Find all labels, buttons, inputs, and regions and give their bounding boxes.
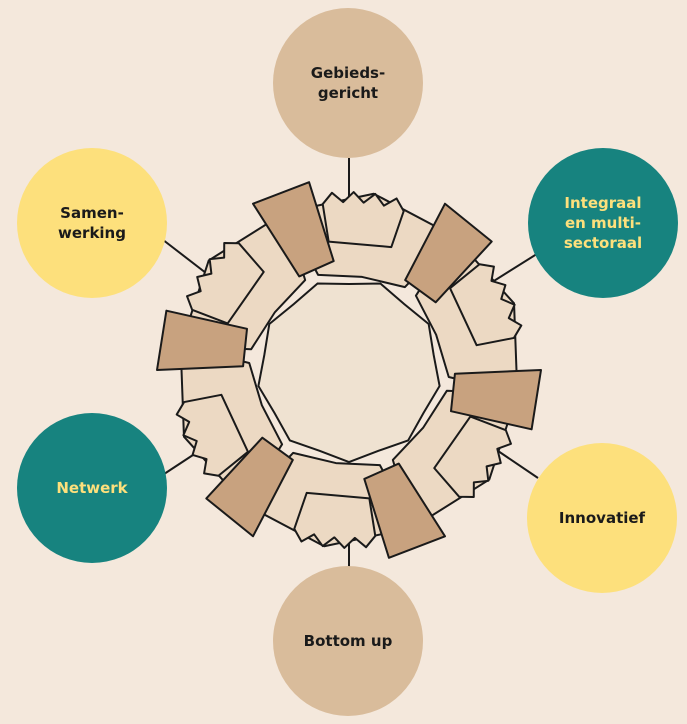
sleeve-cuff: [404, 202, 493, 304]
node-label: Integraal en multi- sectoraal: [563, 194, 643, 252]
sleeve-cuff: [252, 181, 335, 278]
clasped-hand: [186, 242, 265, 325]
clasped-hand: [293, 491, 377, 549]
clasped-hand: [449, 263, 523, 347]
node-samenwerking: Samen- werking: [17, 148, 167, 298]
sleeve-cuff: [449, 369, 542, 431]
node-integraal: Integraal en multi- sectoraal: [528, 148, 678, 298]
node-label: Bottom up: [303, 632, 393, 650]
sleeve-cuff: [205, 436, 294, 538]
node-gebiedsgericht: Gebieds- gericht: [273, 8, 423, 158]
clasped-hand: [321, 191, 405, 249]
clasped-hand: [433, 415, 512, 498]
node-label: Samen- werking: [58, 204, 126, 242]
ring-center: [257, 282, 441, 464]
sleeve-cuff: [363, 462, 446, 559]
node-label: Netwerk: [56, 479, 128, 497]
node-innovatief: Innovatief: [527, 443, 677, 593]
node-label: Innovatief: [558, 509, 646, 527]
node-label: Gebieds- gericht: [310, 64, 386, 102]
node-netwerk: Netwerk: [17, 413, 167, 563]
node-bottom-up: Bottom up: [273, 566, 423, 716]
clasped-hand: [175, 393, 249, 477]
hands-ring: [156, 181, 542, 559]
sleeve-cuff: [156, 309, 249, 371]
